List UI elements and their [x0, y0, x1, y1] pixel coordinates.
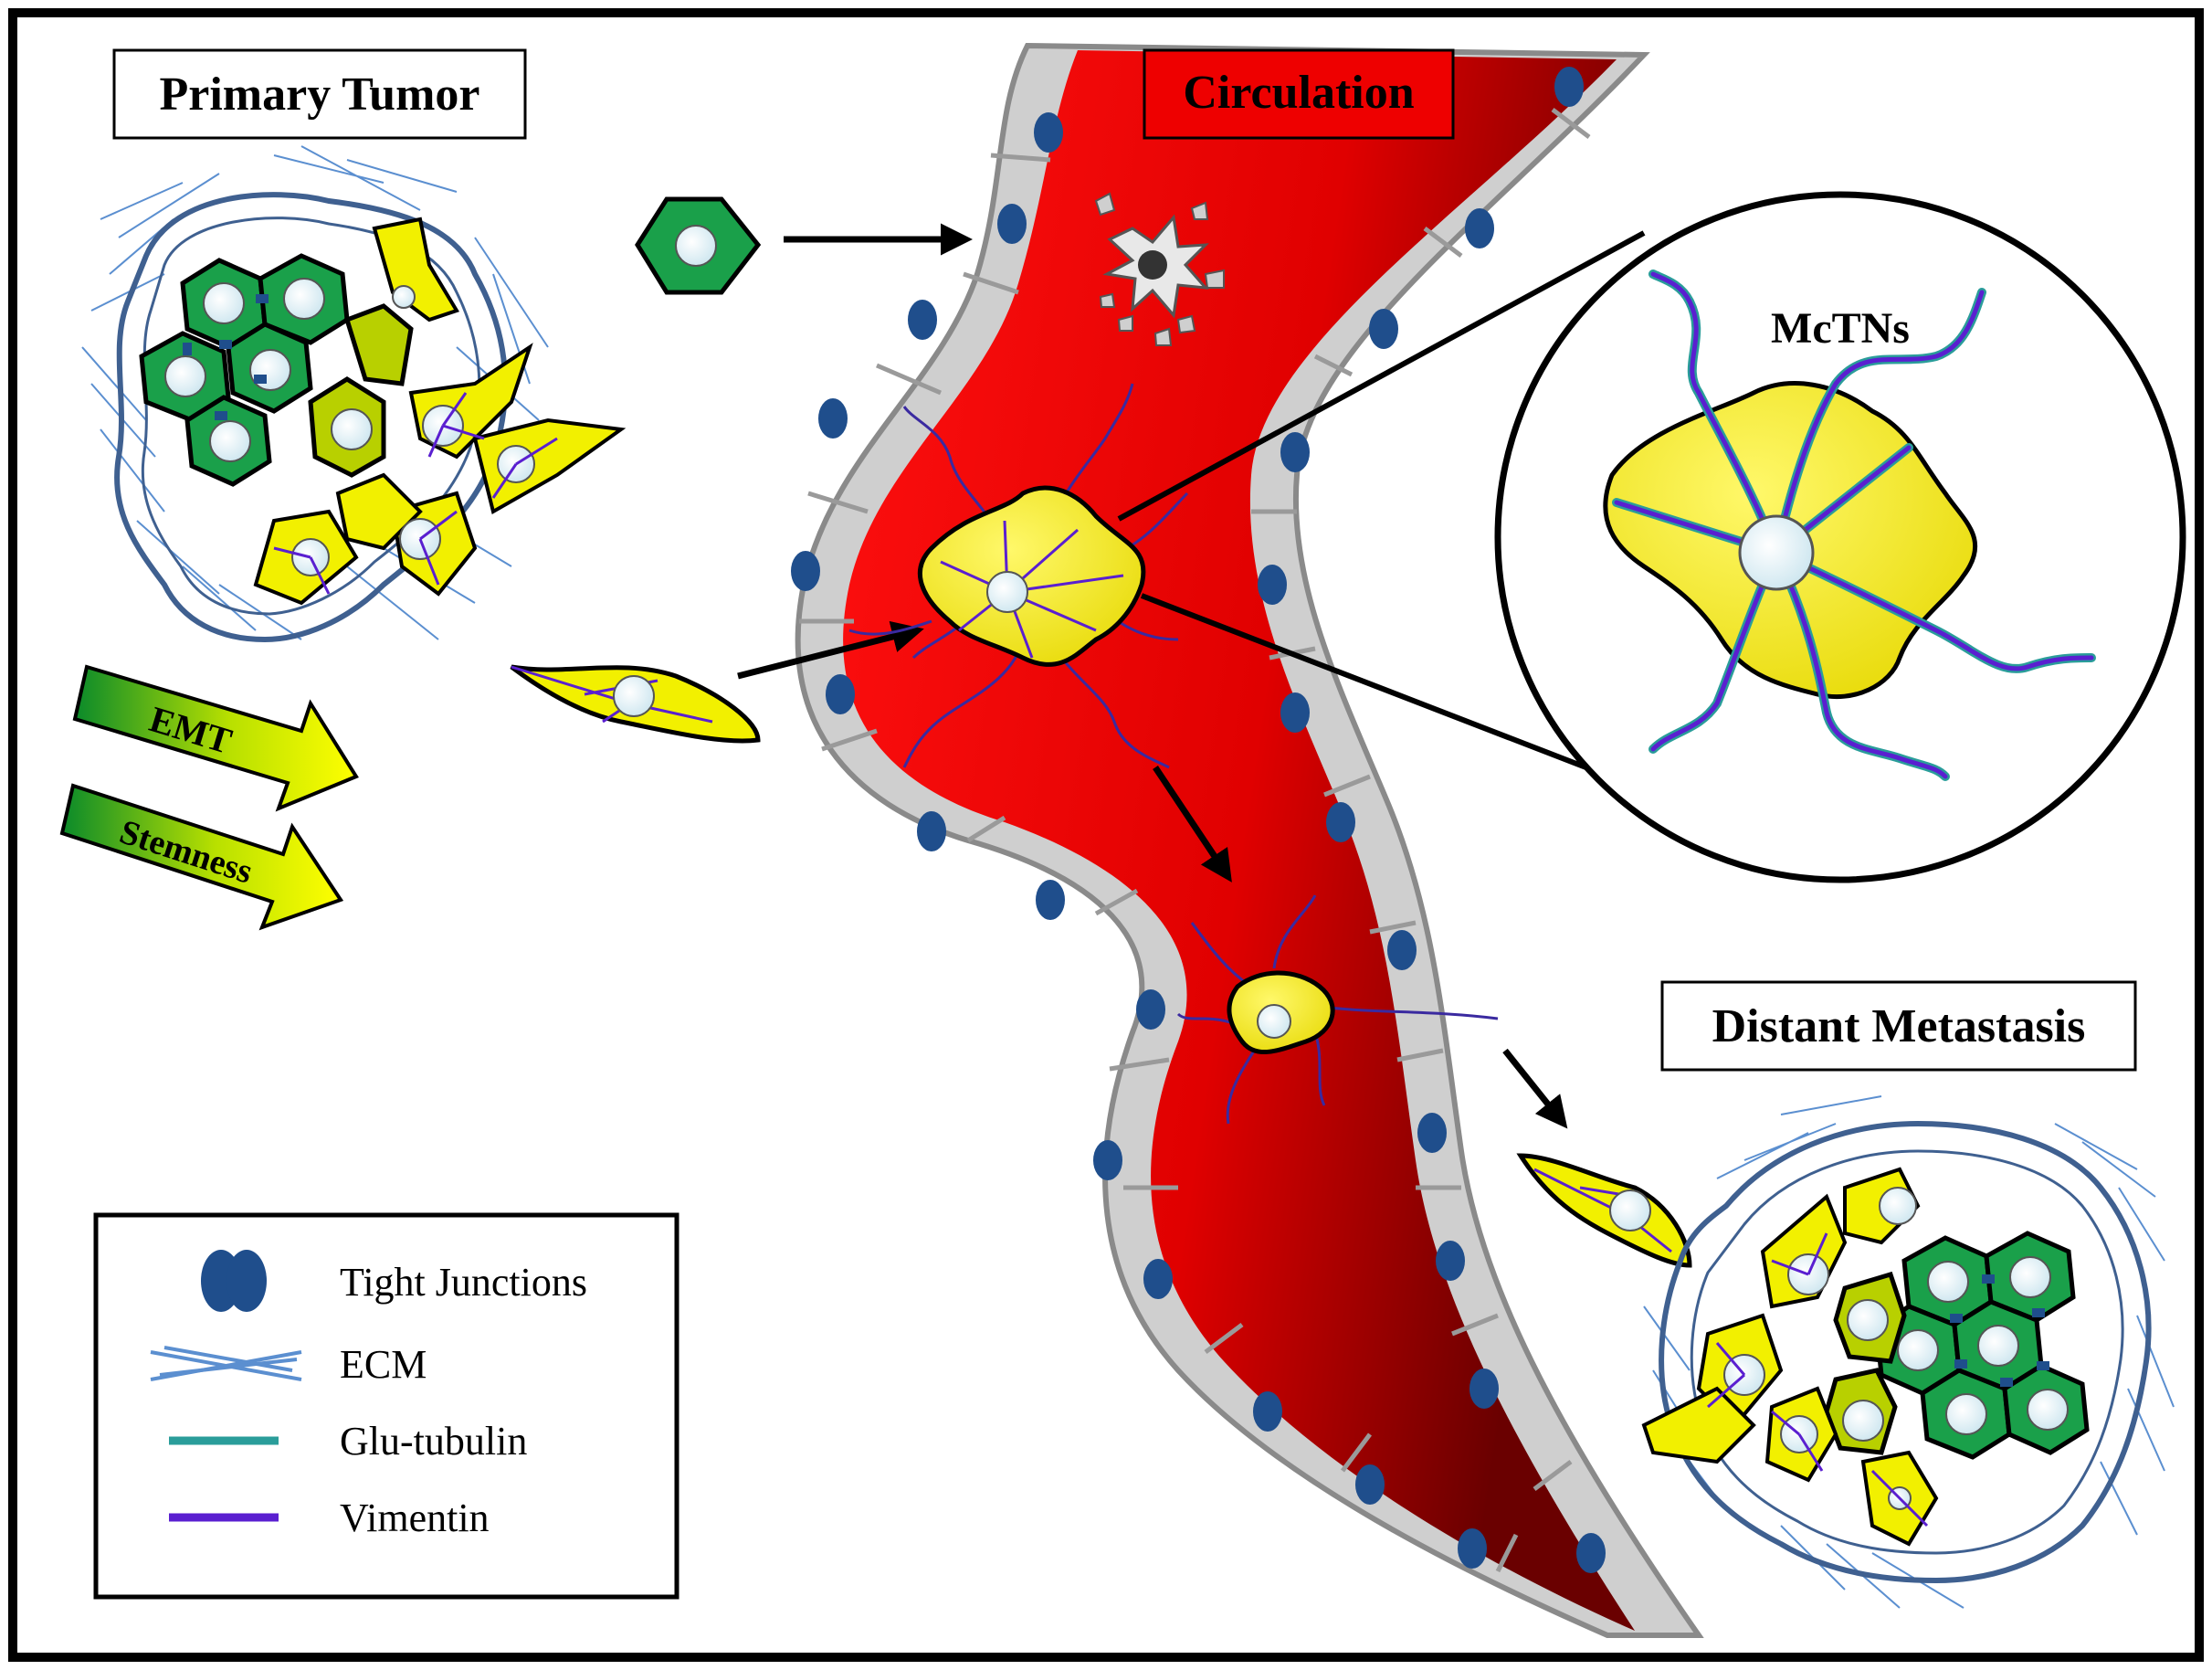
- primary-tumor-label-box: Primary Tumor: [112, 48, 527, 140]
- vimentin-primary: [273, 392, 558, 595]
- arrow-to-metastasis: [1502, 1048, 1568, 1129]
- mctns-label: McTNs: [1771, 304, 1910, 353]
- nuclei-metastasis-green: [1897, 1256, 2069, 1435]
- legend-label-vimentin: Vimentin: [340, 1496, 490, 1540]
- metastasis-cluster: [1641, 1095, 2175, 1609]
- zoom-nucleus: [1738, 514, 1815, 591]
- legend-label-glu-tubulin: Glu-tubulin: [340, 1419, 527, 1464]
- endothelial-cells-left: [799, 153, 1519, 1573]
- mesenchymal-cells-primary: [253, 217, 627, 606]
- transitional-cells-primary: [308, 303, 414, 478]
- zoom-vimentin: [1614, 271, 2094, 779]
- tight-junctions-primary: [183, 294, 269, 420]
- legend-label-tight-junctions: Tight Junctions: [340, 1260, 587, 1305]
- nuclei-primary-green: [164, 278, 325, 462]
- mesenchymal-cell-arriving: [1516, 1153, 1692, 1268]
- legend-label-ecm: ECM: [340, 1342, 427, 1387]
- circulation-label: Circulation: [1183, 67, 1414, 119]
- distant-metastasis-label-box: Distant Metastasis: [1660, 980, 2137, 1072]
- ecm-icon: [150, 1346, 302, 1381]
- nuclei-metastasis-yellow: [1723, 1187, 1917, 1510]
- blood-vessel: [791, 42, 1704, 1638]
- ctc-body: [917, 485, 1146, 667]
- vimentin-metastasis: [1707, 1232, 1929, 1527]
- tight-junctions-metastasis: [1950, 1274, 2049, 1387]
- epithelial-cell-entering: [635, 196, 762, 295]
- mctns-zoom-inset: McTNs: [1494, 191, 2186, 883]
- mesenchymal-cells-metastasis: [1641, 1167, 1939, 1547]
- primary-tumor-label: Primary Tumor: [160, 69, 480, 121]
- primary-tumor-cluster: [81, 145, 627, 643]
- tight-junction-icon: [201, 1250, 267, 1312]
- zoom-line-top: [1117, 230, 1646, 522]
- arrow-mesenchymal-to-vessel: [737, 620, 924, 680]
- vessel-tight-junctions: [791, 67, 1606, 1573]
- tumor-boundary-metastasis: [1659, 1120, 2152, 1584]
- ctc-with-mctns: [848, 383, 1189, 769]
- vessel-lumen: [843, 50, 1635, 1631]
- dying-cell: [1094, 192, 1225, 346]
- extravasating-cell: [1176, 894, 1499, 1125]
- legend: Tight Junctions ECM Glu-tubulin Vimentin: [93, 1212, 679, 1600]
- circulation-label-box: Circulation: [1143, 48, 1455, 140]
- arrow-ctc-downstream: [1153, 766, 1232, 883]
- mesenchymal-cell-entering: [510, 664, 761, 744]
- epithelial-cells-primary: [139, 253, 350, 487]
- distant-metastasis-label: Distant Metastasis: [1712, 1000, 2086, 1052]
